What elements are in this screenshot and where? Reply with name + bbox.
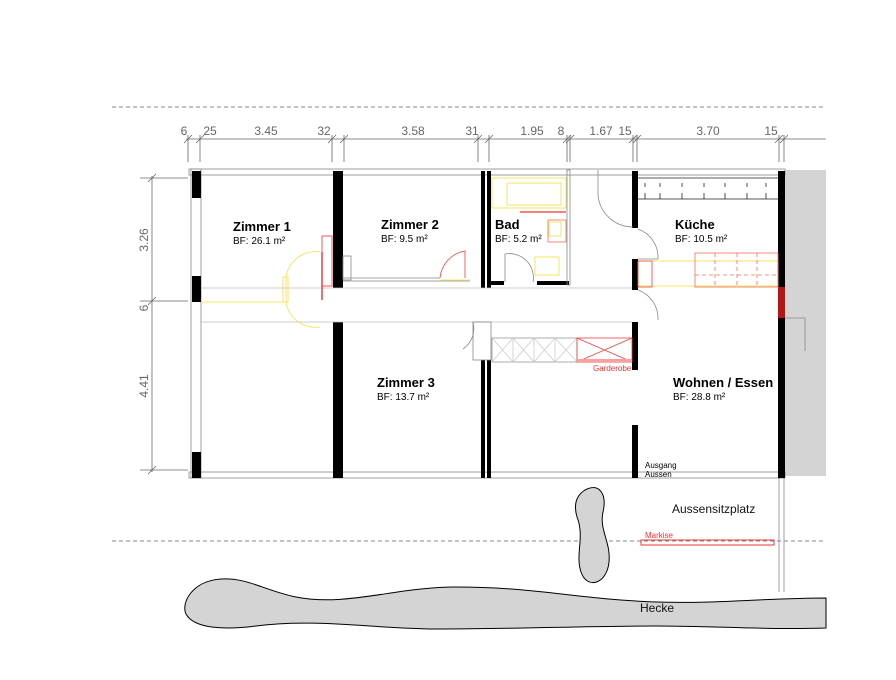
hedge xyxy=(184,578,827,630)
dimension-tick xyxy=(195,134,205,144)
exit-label: Ausgang xyxy=(645,461,677,470)
dimension-chain-left xyxy=(140,173,188,475)
walls xyxy=(192,171,785,478)
dim-label: 15 xyxy=(618,124,632,138)
dimension-tick xyxy=(779,134,789,144)
room-doors xyxy=(201,235,470,328)
dimension-tick xyxy=(339,134,349,144)
room-area: BF: 10.5 m² xyxy=(675,234,728,245)
hedge-label: Hecke xyxy=(640,601,674,615)
room-name-zimmer-3: Zimmer 3 xyxy=(377,375,435,390)
dim-label: 32 xyxy=(317,124,331,138)
dimension-tick xyxy=(632,134,642,144)
garden-path xyxy=(574,487,610,584)
dimension-tick xyxy=(473,134,483,144)
dim-label: 4.41 xyxy=(137,374,151,398)
dimension-labels-top: 6 25 3.45 32 3.58 31 1.95 8 1.67 15 3.70… xyxy=(181,124,778,138)
dim-label: 25 xyxy=(203,124,217,138)
dimension-tick xyxy=(565,134,575,144)
awning-label: Markise xyxy=(645,531,674,540)
room-name-bad: Bad xyxy=(495,217,520,232)
dimension-tick xyxy=(774,134,784,144)
dimension-ticks xyxy=(183,134,789,162)
garderobe-label: Garderobe xyxy=(593,364,632,373)
partitions xyxy=(201,169,806,592)
dimension-tick xyxy=(628,134,638,144)
dim-label: 15 xyxy=(764,124,778,138)
dim-label: 3.26 xyxy=(137,228,151,252)
exit-label: Aussen xyxy=(645,470,672,479)
room-name-zimmer-2: Zimmer 2 xyxy=(381,217,439,232)
room-area: BF: 26.1 m² xyxy=(233,236,286,247)
garderobe-cabinet xyxy=(491,337,633,363)
dim-label: 6 xyxy=(137,304,151,311)
room-area: BF: 9.5 m² xyxy=(381,234,428,245)
awning xyxy=(640,539,775,546)
dim-label: 3.58 xyxy=(401,124,425,138)
room-area: BF: 5.2 m² xyxy=(495,234,542,245)
dim-label: 8 xyxy=(558,124,565,138)
dimension-tick xyxy=(183,134,193,144)
dim-label: 6 xyxy=(181,124,188,138)
room-name-wohnen-essen: Wohnen / Essen xyxy=(673,375,773,390)
terrace-label: Aussensitzplatz xyxy=(672,502,755,516)
dim-label: 3.45 xyxy=(254,124,278,138)
bathroom-fixtures xyxy=(491,177,567,276)
dim-label: 31 xyxy=(465,124,479,138)
dimension-tick xyxy=(327,134,337,144)
room-area: BF: 28.8 m² xyxy=(673,392,726,403)
kitchen-counter-top xyxy=(638,177,778,200)
room-name-zimmer-1: Zimmer 1 xyxy=(233,219,291,234)
dimension-tick xyxy=(484,134,494,144)
dimension-chain-top xyxy=(183,134,826,162)
kitchen-counter-bottom xyxy=(637,252,779,288)
room-area: BF: 13.7 m² xyxy=(377,392,430,403)
neighbor-building xyxy=(785,170,826,476)
dim-label: 1.95 xyxy=(520,124,544,138)
room-name-kueche: Küche xyxy=(675,217,715,232)
dim-label: 3.70 xyxy=(696,124,720,138)
dim-label: 1.67 xyxy=(589,124,613,138)
